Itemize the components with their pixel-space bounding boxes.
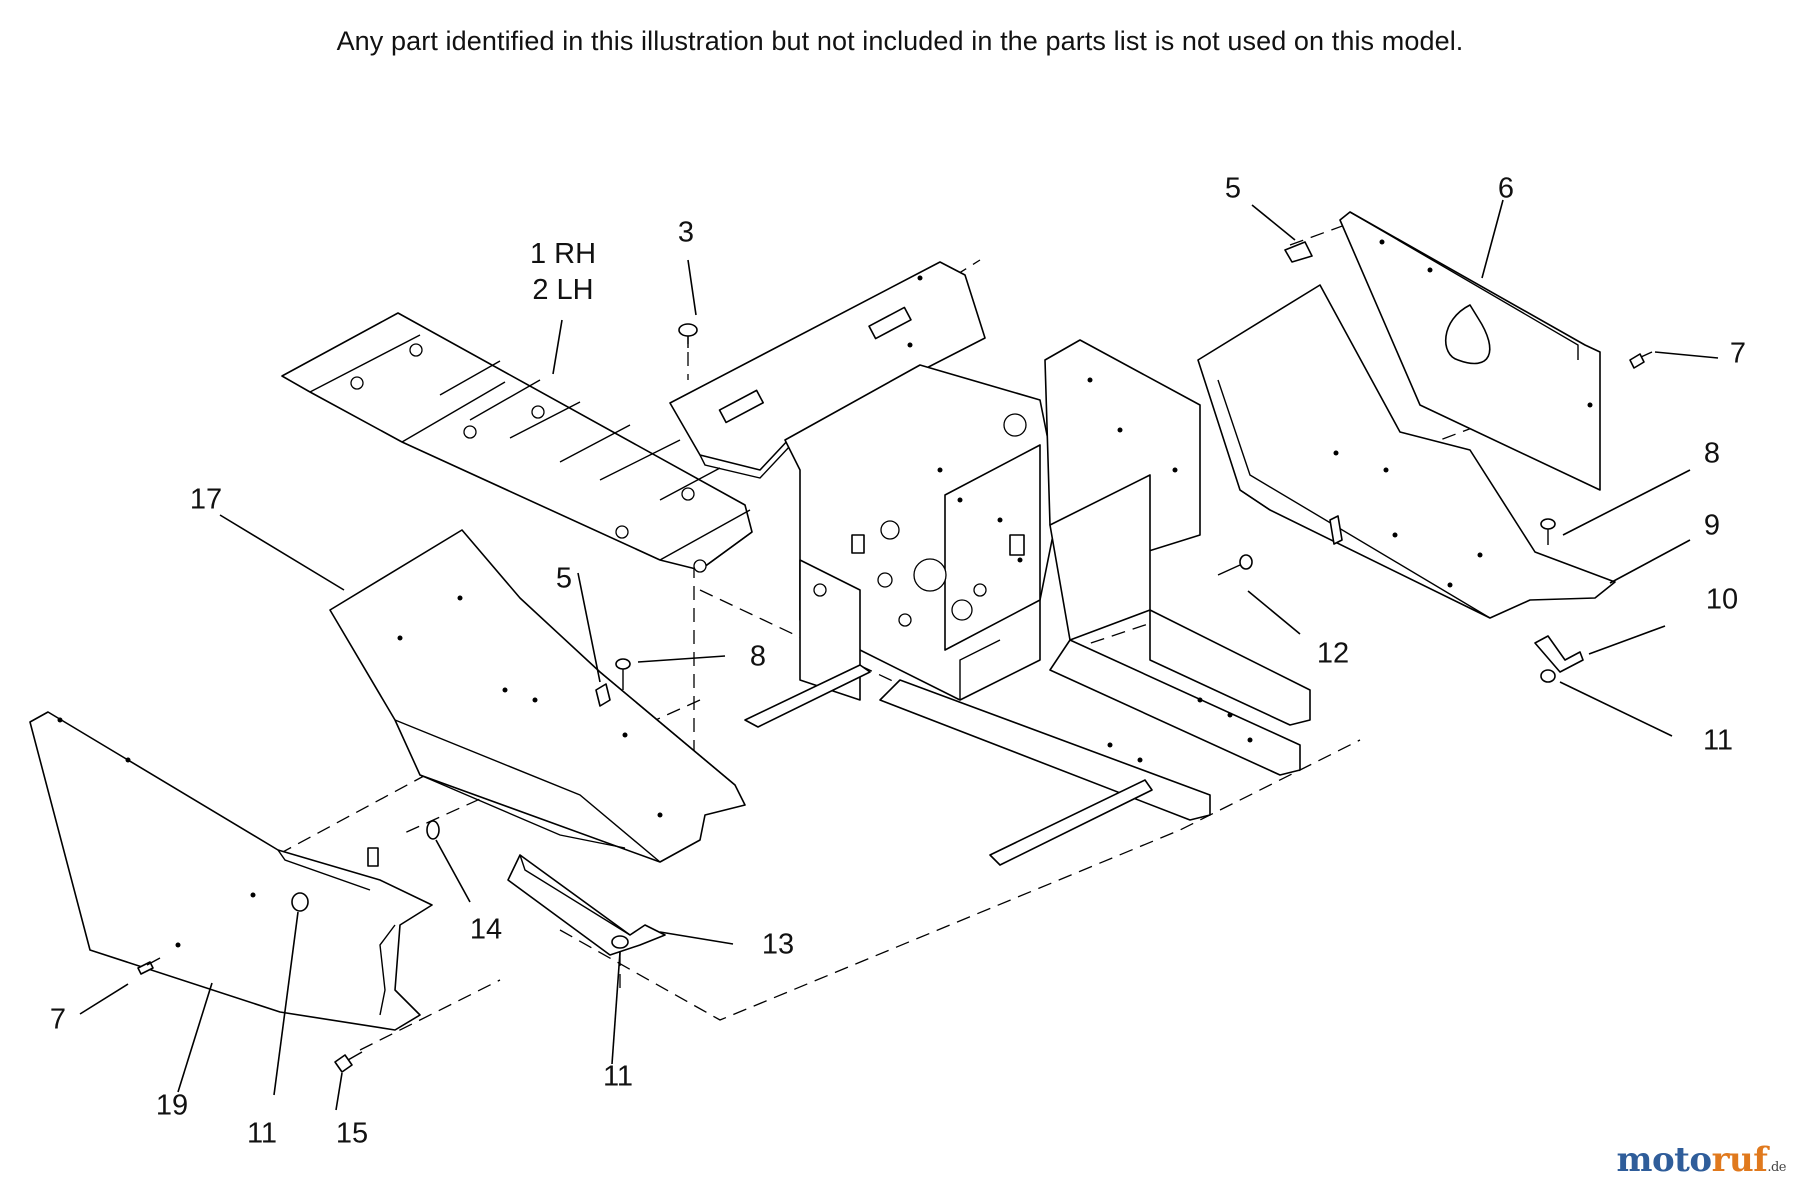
part-9-right-foot-panel: [1197, 284, 1616, 619]
watermark-part-2: ruf: [1711, 1140, 1768, 1180]
part-13-bracket: [507, 854, 666, 956]
part-5-clip-right: [1284, 241, 1313, 263]
callout-8-left: 8: [749, 640, 767, 673]
watermark-logo: motoruf.de: [1616, 1140, 1787, 1180]
callout-6: 6: [1497, 172, 1515, 205]
part-11-nut-center: [611, 935, 629, 949]
callout-2-lh: 2 LH: [532, 274, 594, 306]
part-14-washer: [426, 820, 440, 840]
part-3-screw: [678, 323, 698, 348]
frame-rails: [744, 609, 1311, 866]
callout-1-2: 1 RH 2 LH: [530, 236, 596, 309]
part-19-left-fender: [29, 711, 433, 1031]
callout-19: 19: [155, 1089, 189, 1122]
part-5-clip-left: [595, 683, 611, 707]
part-8-bolt-left: [615, 658, 631, 690]
callout-11-center: 11: [602, 1060, 634, 1093]
callout-1-rh: 1 RH: [529, 237, 597, 270]
part-11-nut-right: [1540, 669, 1556, 683]
part-6-right-fender: [1339, 211, 1601, 491]
callout-7-left: 7: [49, 1003, 67, 1036]
parts-note: Any part identified in this illustration…: [336, 26, 1464, 56]
part-8-bolt-right: [1540, 518, 1556, 545]
callout-9: 9: [1703, 509, 1721, 542]
part-10-bracket: [1534, 635, 1584, 673]
leader-lines: [79, 199, 1719, 1111]
watermark-tld: .de: [1767, 1160, 1786, 1175]
callout-7-right: 7: [1729, 337, 1747, 370]
part-7-screw-right: [1629, 351, 1653, 369]
callout-10: 10: [1705, 583, 1739, 616]
part-7-screw-left: [137, 957, 161, 975]
part-12-bolt: [1217, 554, 1253, 576]
callout-5-right: 5: [1224, 172, 1242, 205]
callout-13: 13: [761, 928, 795, 961]
callout-11-right: 11: [1702, 724, 1734, 757]
callout-14: 14: [469, 913, 503, 946]
callout-3: 3: [677, 216, 695, 249]
callout-8-right: 8: [1703, 437, 1721, 470]
callout-5-left: 5: [555, 562, 573, 595]
part-15-bolt: [334, 1051, 363, 1073]
main-frame: [784, 339, 1201, 701]
callout-15: 15: [335, 1117, 369, 1150]
callout-17: 17: [189, 483, 223, 516]
running-board-mat: [281, 312, 753, 573]
callout-11-left: 11: [246, 1117, 278, 1150]
watermark-part-1: moto: [1616, 1140, 1713, 1180]
part-17-left-foot-panel: [329, 529, 746, 863]
callout-12: 12: [1316, 637, 1350, 670]
part-11-nut-left: [291, 892, 309, 912]
